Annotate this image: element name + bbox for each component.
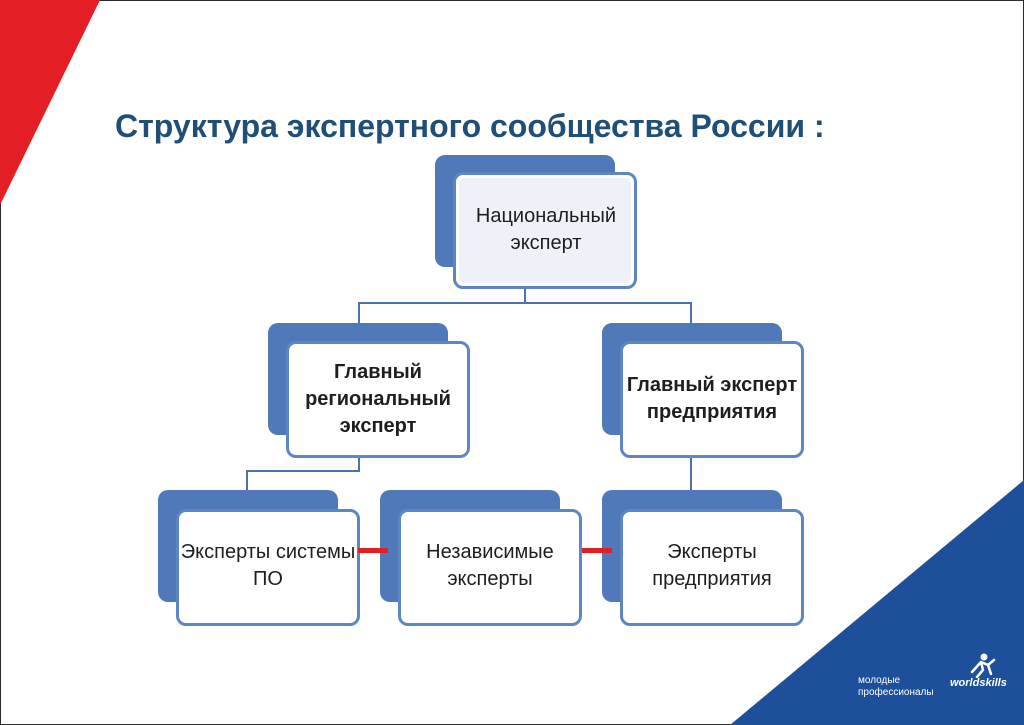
connector-enterprise-down — [690, 456, 692, 490]
connector-to-enterprise — [690, 302, 692, 323]
enterprise-experts-label: Эксперты предприятия — [652, 541, 772, 590]
logo-tagline: молодые профессионалы — [858, 675, 934, 698]
chief-enterprise-expert-box — [620, 341, 804, 458]
national-expert-box — [453, 172, 637, 289]
independent-experts-box — [398, 509, 582, 626]
vocational-experts-box — [176, 509, 360, 626]
corner-blue-panel — [730, 480, 1024, 725]
chief-enterprise-expert-label: Главный эксперт предприятия — [626, 374, 798, 423]
enterprise-experts-box — [620, 509, 804, 626]
connector-level1-horizontal — [358, 302, 692, 304]
independent-experts-label: Независимые эксперты — [426, 541, 554, 590]
vocational-experts-label: Эксперты системы ПО — [180, 541, 356, 590]
connector-national-down — [524, 288, 526, 303]
slide-title: Структура экспертного сообщества России … — [115, 108, 825, 144]
national-expert-label: Национальный эксперт — [475, 205, 617, 254]
chief-regional-expert-box — [286, 341, 470, 458]
worldskills-figure-icon — [970, 653, 996, 678]
connector-regional-down — [358, 456, 360, 471]
connector-level2-horizontal — [246, 470, 360, 472]
connector-to-regional — [358, 302, 360, 323]
connector-to-vocational — [246, 470, 248, 490]
red-link-independent-enterprise — [582, 548, 612, 553]
red-link-vocational-independent — [358, 548, 388, 553]
chief-regional-expert-label: Главный региональный эксперт — [305, 360, 451, 437]
logo-brand: worldskills — [950, 677, 1007, 689]
corner-red-stripe — [0, 0, 100, 205]
national-expert-fill — [459, 178, 631, 283]
